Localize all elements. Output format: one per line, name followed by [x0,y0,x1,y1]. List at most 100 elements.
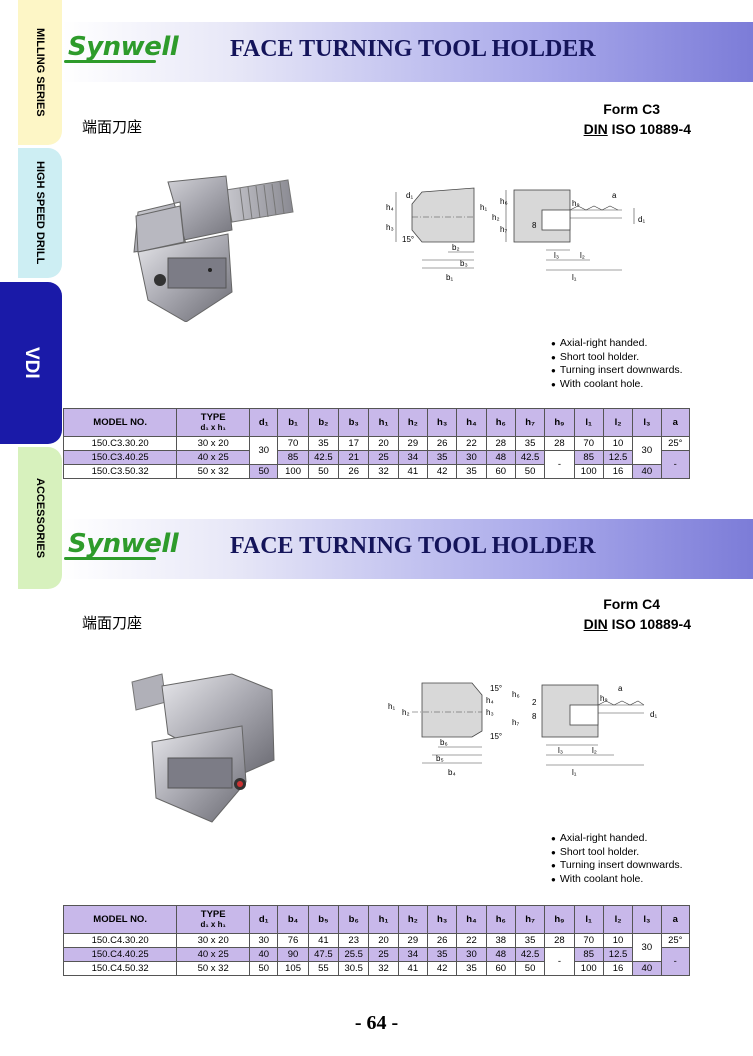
column-header: MODEL NO. [62,905,178,934]
section-subtitle: 端面刀座 [82,119,143,136]
feature-item: Short tool holder. [551,351,683,365]
dim-b1: b₁ [446,273,453,282]
dim-h6: h₆ [500,197,508,206]
column-header: a [660,408,690,437]
table-cell: 50 [307,464,340,479]
dim-h4: h₄ [486,696,494,705]
dim-b6: b₆ [440,738,448,747]
feature-list: Axial-right handed. Short tool holder. T… [551,337,683,391]
dim-l3: l₃ [554,251,559,260]
column-header: h₇ [514,905,546,934]
table-cell: 35 [307,436,340,451]
table-cell: 26 [426,933,458,948]
table-cell: 40 x 25 [176,450,251,465]
tab-high-speed-drill[interactable]: HIGH SPEED DRILL [18,148,62,278]
column-header: h₄ [456,408,487,437]
dim-b3: b₃ [460,259,468,268]
tab-milling-series[interactable]: MILLING SERIES [18,0,62,145]
synwell-logo: Synwell [63,529,179,560]
table-cell: 21 [338,450,370,465]
form-label: Form C3 [603,101,660,117]
table-cell: 16 [602,961,634,976]
table-cell: 30 [632,436,662,465]
dim-h9: h₉ [600,694,608,703]
table-cell: 70 [573,436,604,451]
dim-h2: h₂ [492,213,500,222]
table-cell: 100 [573,464,604,479]
table-cell: - [660,947,690,976]
dim-h3: h₃ [486,708,494,717]
table-cell: 70 [573,933,604,948]
table-cell: 40 [632,464,662,479]
table-cell: 50 [249,464,279,479]
dim-h7: h₇ [512,718,519,727]
dim-l2: l₂ [580,251,585,260]
tab-milling-label: MILLING SERIES [34,28,46,117]
table-cell: 60 [485,464,516,479]
tab-accessories[interactable]: ACCESSORIES [18,447,62,589]
table-cell: 30 [632,933,662,962]
table-cell: 25° [660,933,690,948]
type-sub-label: d₁ x h₁ [200,422,226,432]
column-header: b₁ [277,408,309,437]
page-number: - 64 - [354,1012,399,1034]
table-cell: 41 [397,961,429,976]
feature-list: Axial-right handed. Short tool holder. T… [551,832,683,886]
column-header: h₉ [544,408,575,437]
column-header: l₁ [573,408,604,437]
table-cell: 35 [426,947,458,962]
table-cell: 30 x 20 [176,436,251,451]
dim-h1: h₁ [480,203,487,212]
dim-l2: l₂ [592,746,597,755]
dim-a: a [618,684,623,693]
table-cell: 10 [602,933,634,948]
dim-l3: l₃ [558,746,563,755]
dim-h4: h₄ [386,203,394,212]
iso-label: ISO 10889-4 [611,121,691,137]
table-cell: 22 [456,933,487,948]
section-title: FACE TURNING TOOL HOLDER [230,533,596,559]
tab-vdi[interactable]: VDI [0,282,62,444]
table-cell: 29 [397,933,429,948]
table-cell: 30 [249,436,279,465]
table-cell: 40 [632,961,662,976]
table-cell: 12.5 [602,450,634,465]
type-label: TYPE [200,908,226,920]
table-cell: 150.C4.30.20 [62,933,178,948]
table-cell: 25.5 [338,947,370,962]
dim-h1: h₁ [388,702,395,711]
table-cell: 28 [544,933,575,948]
table-cell: 70 [277,436,309,451]
din-label: DIN [583,616,608,632]
column-header: l₂ [602,408,634,437]
table-cell: 25° [660,436,690,451]
table-cell: 100 [573,961,604,976]
table-row: 150.C3.50.32 50 x 32 50 100 50 26 32 41 … [62,464,690,479]
column-header: h₃ [426,905,458,934]
table-cell: 30 x 20 [176,933,251,948]
column-header: b₆ [338,905,370,934]
table-cell: - [544,450,575,479]
dim-2: 2 [532,698,537,707]
dim-b5: b₅ [436,754,444,763]
table-cell: 150.C4.40.25 [62,947,178,962]
section-subtitle: 端面刀座 [82,615,143,632]
type-label: TYPE [200,411,226,423]
table-cell: 50 [514,961,546,976]
table-cell: 41 [397,464,429,479]
table-row: 150.C3.30.20 30 x 20 30 70 35 17 20 29 2… [62,436,690,465]
type-sub-label: d₁ x h₁ [200,919,226,929]
table-cell: 85 [573,947,604,962]
feature-item: Axial-right handed. [551,337,683,351]
feature-item: With coolant hole. [551,378,683,392]
section-title: FACE TURNING TOOL HOLDER [230,36,596,62]
table-cell: 47.5 [307,947,340,962]
column-header: h₆ [485,408,516,437]
feature-item: With coolant hole. [551,873,683,887]
column-header: h₂ [397,408,429,437]
column-header: l₂ [602,905,634,934]
table-cell: 100 [277,464,309,479]
table-cell: 34 [397,450,429,465]
column-header: MODEL NO. [62,408,178,437]
